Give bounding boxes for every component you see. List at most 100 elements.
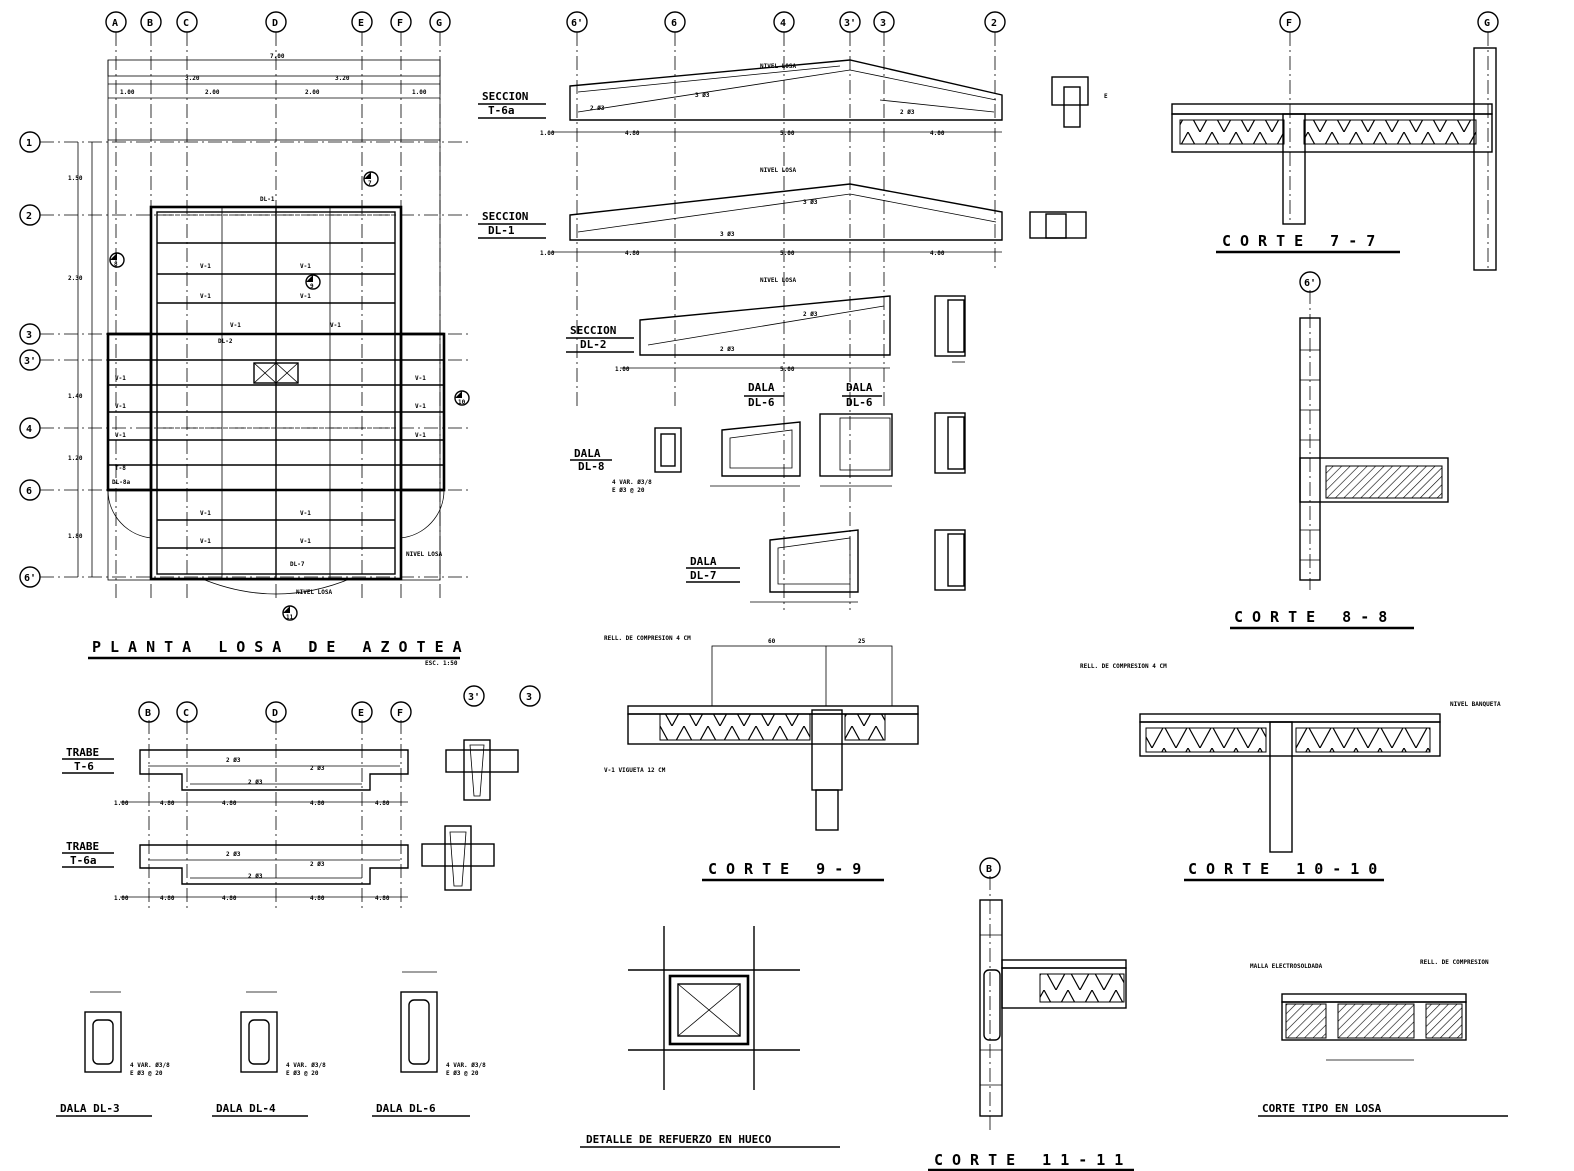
svg-text:4.80: 4.80: [222, 800, 237, 807]
plan-dimensions-top: 7.00 3.20 3.20 1.00 2.00 2.00 1.00: [107, 53, 441, 140]
svg-text:V-1: V-1: [230, 322, 241, 329]
svg-text:NIVEL LOSA: NIVEL LOSA: [296, 589, 333, 596]
plan-bubbles-left: 1 2 3 3' 4 6 6': [19, 131, 41, 588]
svg-text:V-1: V-1: [200, 263, 211, 270]
svg-text:MALLA ELECTROSOLDADA: MALLA ELECTROSOLDADA: [1250, 963, 1323, 970]
section-label: DL-6: [846, 396, 873, 409]
svg-text:5.00: 5.00: [780, 366, 795, 373]
svg-text:2.00: 2.00: [205, 89, 220, 96]
dala-title: DALA DL-4: [216, 1102, 276, 1115]
section-title: CORTE 10-10: [1188, 860, 1386, 878]
svg-text:E Ø3 @ 20: E Ø3 @ 20: [130, 1070, 163, 1077]
svg-text:RELL. DE COMPRESION 4 CM: RELL. DE COMPRESION 4 CM: [604, 635, 691, 642]
svg-text:2 Ø3: 2 Ø3: [310, 765, 325, 772]
corte-8-8: 6' CORTE 8-8: [1230, 271, 1449, 630]
corte-tipo-losa: MALLA ELECTROSOLDADA RELL. DE COMPRESION…: [1250, 959, 1508, 1117]
grid-bubble: 2: [26, 211, 32, 222]
svg-text:5.00: 5.00: [780, 130, 795, 137]
svg-text:25: 25: [858, 638, 866, 645]
grid-bubble: 4: [780, 18, 786, 29]
plan-title: PLANTA LOSA DE AZOTEA: [92, 638, 471, 656]
svg-text:4.00: 4.00: [930, 130, 945, 137]
section-label: SECCION: [570, 324, 616, 337]
svg-text:1.00: 1.00: [114, 800, 129, 807]
svg-text:V-1: V-1: [300, 510, 311, 517]
grid-bubble: G: [1484, 18, 1490, 29]
grid-bubble: F: [1286, 18, 1292, 29]
svg-text:8: 8: [114, 261, 118, 268]
section-title: CORTE TIPO EN LOSA: [1262, 1102, 1382, 1115]
section-title: CORTE 9-9: [708, 860, 870, 878]
corte-11-11: B CORTE 11-11: [928, 857, 1134, 1171]
plan-section-marks: 7 8 9 10 11: [109, 171, 470, 621]
svg-text:1.40: 1.40: [68, 393, 83, 400]
svg-text:1.00: 1.00: [114, 895, 129, 902]
section-label: SECCION: [482, 210, 528, 223]
svg-text:3.20: 3.20: [335, 75, 350, 82]
section-label: DL-2: [580, 338, 607, 351]
svg-text:1.00: 1.00: [120, 89, 135, 96]
corte-7-7: F G CORTE 7-7: [1171, 11, 1499, 271]
grid-bubble: B: [145, 708, 151, 719]
svg-text:4 VAR. Ø3/8: 4 VAR. Ø3/8: [286, 1062, 326, 1069]
svg-text:V-1: V-1: [300, 263, 311, 270]
grid-bubble: 3: [880, 18, 886, 29]
svg-text:DL-7: DL-7: [290, 561, 305, 568]
svg-text:4 VAR. Ø3/8: 4 VAR. Ø3/8: [130, 1062, 170, 1069]
svg-text:11: 11: [286, 614, 294, 621]
grid-bubble: B: [986, 864, 992, 875]
plan-joists: [108, 207, 444, 579]
svg-text:60: 60: [768, 638, 776, 645]
grid-bubble: C: [183, 18, 189, 29]
grid-bubble: 6': [1304, 278, 1316, 289]
corte-10-10: RELL. DE COMPRESION 4 CM NIVEL BANQUETA …: [1080, 663, 1501, 882]
svg-text:V-1: V-1: [330, 322, 341, 329]
svg-text:V-1: V-1: [415, 403, 426, 410]
svg-text:V-1: V-1: [415, 375, 426, 382]
grid-bubble: 4: [26, 424, 32, 435]
svg-text:4.00: 4.00: [930, 250, 945, 257]
svg-text:2 Ø3: 2 Ø3: [310, 861, 325, 868]
svg-text:5.00: 5.00: [780, 250, 795, 257]
grid-bubble: A: [112, 18, 118, 29]
detalle-hueco: DETALLE DE REFUERZO EN HUECO: [580, 926, 840, 1148]
svg-text:NIVEL LOSA: NIVEL LOSA: [406, 551, 443, 558]
svg-text:1.00: 1.00: [540, 250, 555, 257]
svg-text:E Ø3 @ 20: E Ø3 @ 20: [446, 1070, 479, 1077]
dala-details: 4 VAR. Ø3/8E Ø3 @ 20 DALA DL-3 4 VAR. Ø3…: [56, 971, 486, 1117]
svg-text:V-1: V-1: [415, 432, 426, 439]
grid-bubble: 1: [26, 138, 32, 149]
grid-bubble: 6: [26, 486, 32, 497]
section-label: DALA: [748, 381, 775, 394]
svg-text:3 Ø3: 3 Ø3: [720, 231, 735, 238]
svg-text:1.00: 1.00: [615, 366, 630, 373]
svg-text:NIVEL LOSA: NIVEL LOSA: [760, 277, 797, 284]
svg-text:E Ø3 @ 20: E Ø3 @ 20: [286, 1070, 319, 1077]
grid-bubble: G: [436, 18, 442, 29]
svg-text:RELL. DE COMPRESION 4 CM: RELL. DE COMPRESION 4 CM: [1080, 663, 1167, 670]
section-label: T-6a: [488, 104, 515, 117]
svg-text:NIVEL BANQUETA: NIVEL BANQUETA: [1450, 701, 1501, 708]
svg-text:10: 10: [458, 399, 466, 406]
grid-bubble: 3': [844, 18, 856, 29]
grid-bubble: D: [272, 708, 278, 719]
dala-title: DALA DL-6: [376, 1102, 436, 1115]
svg-text:2 Ø3: 2 Ø3: [900, 109, 915, 116]
section-title: CORTE 8-8: [1234, 608, 1396, 626]
section-label: TRABE: [66, 840, 99, 853]
svg-text:2.30: 2.30: [68, 275, 83, 282]
svg-text:2 Ø3: 2 Ø3: [248, 873, 263, 880]
svg-text:7: 7: [368, 180, 372, 187]
svg-text:ESC. 1:50: ESC. 1:50: [425, 660, 458, 667]
plan-grid-top: [115, 32, 441, 600]
svg-text:1.20: 1.20: [68, 455, 83, 462]
svg-text:DL-1: DL-1: [260, 196, 275, 203]
svg-text:E Ø3 @ 20: E Ø3 @ 20: [612, 487, 645, 494]
section-title: CORTE 11-11: [934, 1151, 1132, 1169]
svg-text:2 Ø3: 2 Ø3: [590, 105, 605, 112]
svg-text:1.00: 1.00: [540, 130, 555, 137]
svg-text:V-1: V-1: [115, 375, 126, 382]
svg-text:2 Ø3: 2 Ø3: [226, 757, 241, 764]
